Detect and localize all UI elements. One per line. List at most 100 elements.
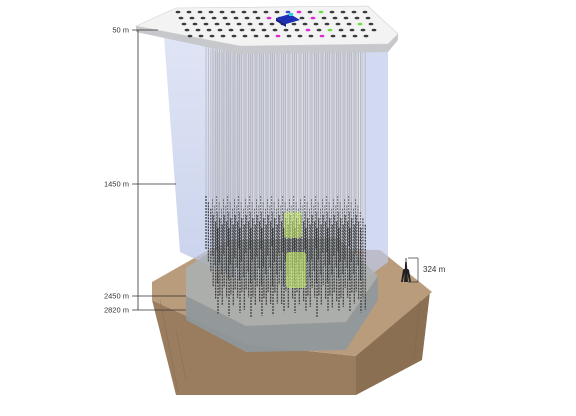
surface-hole: [363, 34, 369, 38]
surface-hole: [219, 10, 225, 14]
surface-hole: [178, 16, 184, 20]
surface-hole: [261, 28, 267, 32]
deep-core-lower-glow: [286, 252, 306, 288]
surface-deck: [135, 5, 399, 54]
surface-hole: [319, 34, 325, 38]
surface-hole: [230, 10, 236, 14]
surface-hole: [236, 22, 242, 26]
surface-hole: [241, 10, 247, 14]
surface-hole: [371, 28, 377, 32]
surface-hole: [283, 28, 289, 32]
surface-hole: [329, 10, 335, 14]
ice-left-face: [164, 36, 240, 280]
surface-hole: [252, 10, 258, 14]
depth-label-2450: 2450 m: [104, 292, 129, 301]
detector-strings: [205, 46, 366, 318]
surface-hole: [286, 34, 292, 38]
depth-label-surface: 50 m: [112, 26, 129, 35]
surface-hole: [192, 22, 198, 26]
surface-hole: [343, 16, 349, 20]
surface-hole: [294, 28, 300, 32]
surface-hole: [275, 34, 281, 38]
surface-hole: [365, 16, 371, 20]
surface-hole: [247, 22, 253, 26]
eiffel-tower-icon: [401, 258, 411, 282]
surface-hole: [244, 16, 250, 20]
surface-hole: [203, 22, 209, 26]
surface-hole: [351, 10, 357, 14]
surface-hole: [264, 34, 270, 38]
surface-hole: [357, 22, 363, 26]
surface-hole: [209, 34, 215, 38]
surface-hole: [263, 10, 269, 14]
surface-hole: [307, 10, 313, 14]
surface-hole: [250, 28, 256, 32]
height-comparison-label: 324 m: [423, 265, 446, 274]
surface-hole: [310, 16, 316, 20]
surface-hole: [195, 28, 201, 32]
deep-core-upper-glow: [284, 212, 302, 238]
surface-hole: [324, 22, 330, 26]
surface-hole: [305, 28, 311, 32]
surface-hole: [341, 34, 347, 38]
surface-hole: [362, 10, 368, 14]
surface-hole: [222, 16, 228, 20]
surface-hole: [187, 34, 193, 38]
surface-hole: [181, 22, 187, 26]
surface-hole: [255, 16, 261, 20]
surface-hole: [302, 22, 308, 26]
surface-hole: [198, 34, 204, 38]
surface-hole: [335, 22, 341, 26]
surface-hole: [197, 10, 203, 14]
surface-hole: [318, 10, 324, 14]
surface-hole: [327, 28, 333, 32]
surface-hole: [272, 28, 278, 32]
icecube-lab: [276, 13, 300, 27]
surface-hole: [297, 34, 303, 38]
surface-hole: [231, 34, 237, 38]
surface-hole: [258, 22, 264, 26]
depth-label-1450: 1450 m: [104, 180, 129, 189]
surface-hole: [321, 16, 327, 20]
surface-hole: [208, 10, 214, 14]
deck-side: [136, 26, 398, 54]
surface-hole: [338, 28, 344, 32]
surface-hole: [220, 34, 226, 38]
surface-hole: [175, 10, 181, 14]
surface-hole: [330, 34, 336, 38]
surface-hole: [211, 16, 217, 20]
surface-hole: [228, 28, 234, 32]
surface-hole: [316, 28, 322, 32]
surface-hole: [285, 10, 291, 14]
surface-hole: [206, 28, 212, 32]
surface-hole: [352, 34, 358, 38]
surface-hole: [189, 16, 195, 20]
surface-hole: [346, 22, 352, 26]
surface-hole: [269, 22, 275, 26]
surface-hole: [214, 22, 220, 26]
surface-hole: [184, 28, 190, 32]
surface-hole: [308, 34, 314, 38]
surface-hole: [266, 16, 272, 20]
surface-hole: [242, 34, 248, 38]
surface-hole: [332, 16, 338, 20]
surface-hole: [354, 16, 360, 20]
surface-hole: [274, 10, 280, 14]
surface-holes: [175, 10, 377, 38]
surface-hole: [253, 34, 259, 38]
surface-hole: [299, 16, 305, 20]
surface-hole: [313, 22, 319, 26]
surface-hole: [217, 28, 223, 32]
deep-core: [284, 212, 306, 288]
surface-hole: [349, 28, 355, 32]
depth-label-2820: 2820 m: [104, 306, 129, 315]
surface-hole: [200, 16, 206, 20]
surface-hole: [360, 28, 366, 32]
surface-hole: [233, 16, 239, 20]
surface-hole: [225, 22, 231, 26]
surface-hole: [239, 28, 245, 32]
height-comparison: 324 m: [401, 257, 446, 283]
surface-hole: [296, 10, 302, 14]
depth-scale: 50 m 1450 m 2450 m 2820 m: [104, 26, 186, 315]
